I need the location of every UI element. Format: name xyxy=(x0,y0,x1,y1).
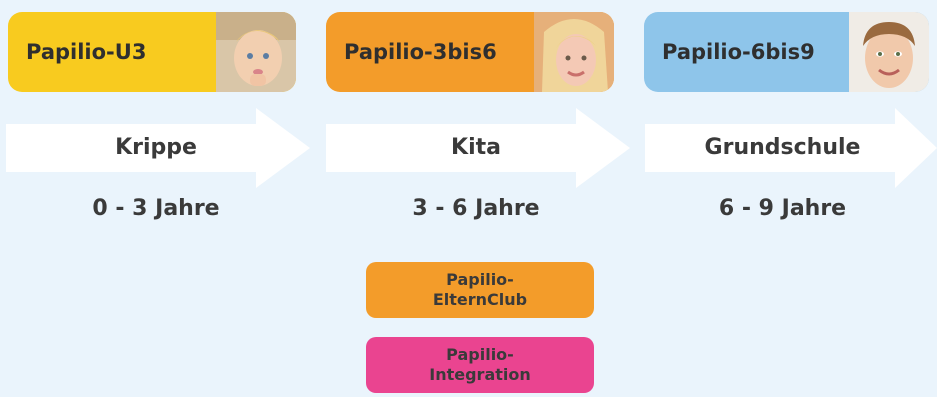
arrow-shape xyxy=(6,108,310,188)
age-range: 0 - 3 Jahre xyxy=(92,196,220,221)
stage-label: Krippe xyxy=(115,135,197,160)
schoolboy-photo xyxy=(849,12,929,92)
stage-label: Grundschule xyxy=(704,135,861,160)
arrow-shape xyxy=(645,108,937,188)
program-label: Papilio-U3 xyxy=(26,40,147,64)
age-range: 6 - 9 Jahre xyxy=(718,196,847,221)
program-label: Papilio-6bis9 xyxy=(662,40,815,64)
addon-line: Papilio- xyxy=(446,270,514,289)
program-box-3bis6: Papilio-3bis6 xyxy=(326,12,614,92)
arrow-shape xyxy=(326,108,630,188)
program-label: Papilio-3bis6 xyxy=(344,40,497,64)
program-box-u3: Papilio-U3 xyxy=(8,12,296,92)
addon-integration: Papilio- Integration xyxy=(366,337,594,393)
stage-arrow-krippe: Krippe xyxy=(6,108,310,188)
program-box-6bis9: Papilio-6bis9 xyxy=(644,12,929,92)
toddler-photo xyxy=(216,12,296,92)
addon-line: Integration xyxy=(429,365,531,384)
child-photo xyxy=(534,12,614,92)
stage-arrow-grundschule: Grundschule xyxy=(645,108,937,188)
stage-arrow-kita: Kita xyxy=(326,108,630,188)
addon-line: ElternClub xyxy=(432,290,528,309)
age-range: 3 - 6 Jahre xyxy=(412,196,540,221)
stage-label: Kita xyxy=(451,135,501,160)
addon-elternclub: Papilio- ElternClub xyxy=(366,262,594,318)
addon-line: Papilio- xyxy=(446,345,514,364)
